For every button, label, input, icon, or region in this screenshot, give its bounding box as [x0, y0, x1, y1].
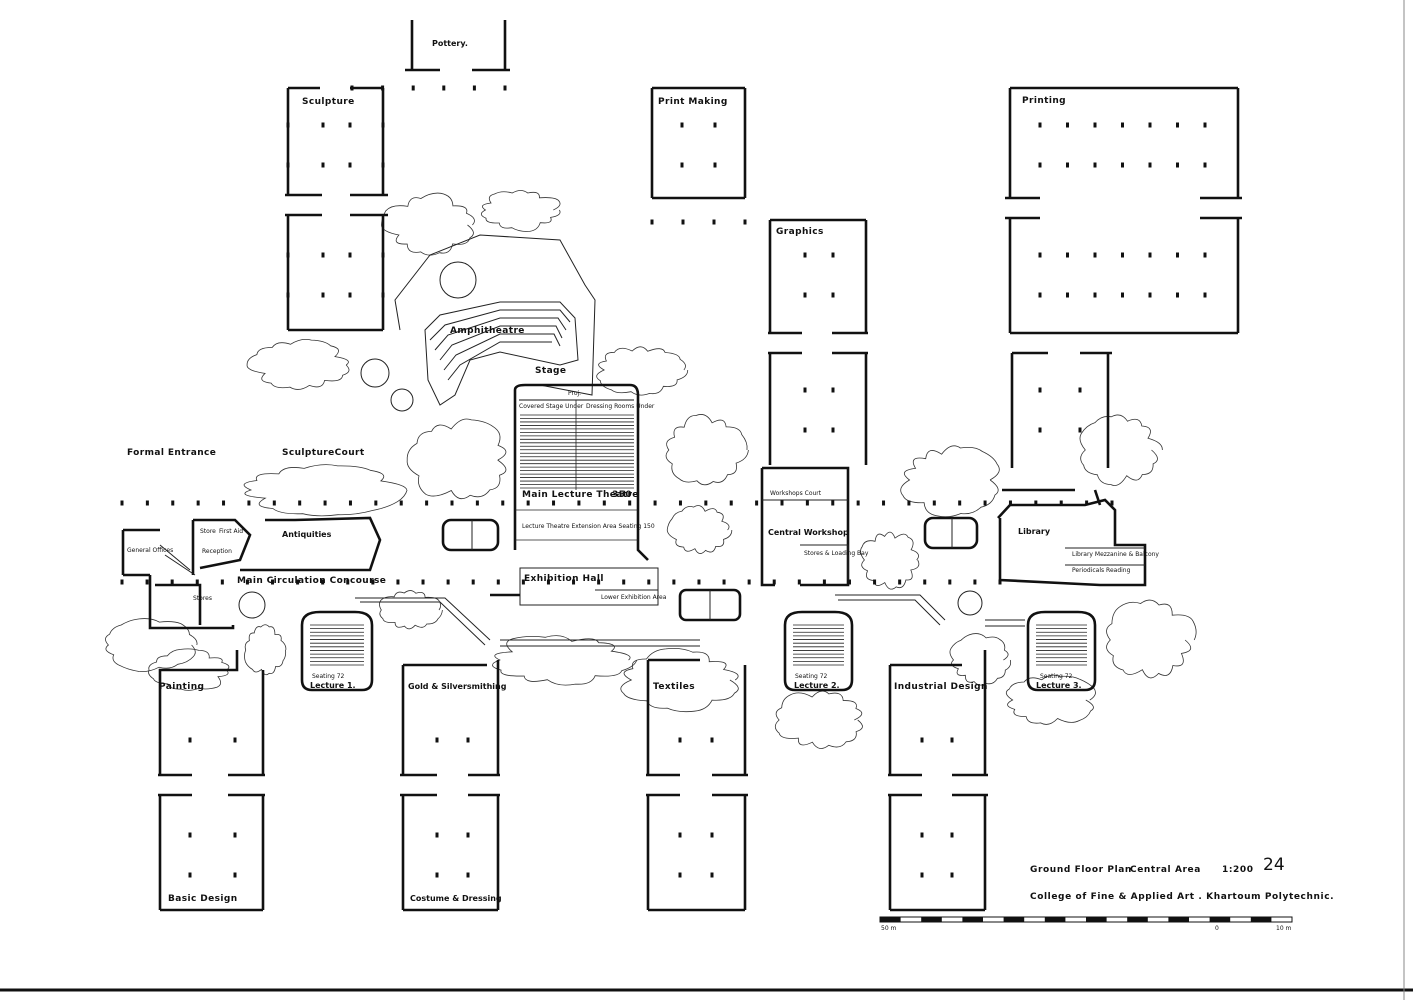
title-ground-floor: Ground Floor Plan: [1030, 865, 1132, 875]
gold-costume-block: [400, 660, 500, 912]
label-amphitheatre: Amphitheatre: [450, 326, 525, 336]
label-reception: Reception: [202, 548, 232, 555]
exhibition-hall: [490, 567, 659, 606]
main-lecture-theatre: [513, 383, 649, 561]
covered-walkways: [355, 594, 1025, 647]
landscape-foliage: [105, 190, 1197, 749]
label-lecture1-seats: Seating 72: [312, 673, 345, 680]
label-pottery: Pottery.: [432, 39, 468, 48]
label-lecture2: Lecture 2.: [794, 681, 840, 690]
label-lower-exhibition: Lower Exhibition Area: [601, 594, 667, 601]
title-college: College of Fine & Applied Art . Khartoum…: [1030, 892, 1334, 902]
label-graphics: Graphics: [776, 227, 824, 237]
label-sculpture: Sculpture: [302, 97, 355, 107]
label-general-offices: General Offices: [127, 547, 173, 554]
title-scale: 1:200: [1222, 865, 1254, 875]
library: [957, 488, 1147, 616]
label-central-workshop: Central Workshop: [768, 528, 849, 537]
column-grid: [120, 85, 1207, 878]
label-print-making: Print Making: [658, 97, 728, 107]
scale-label-zero: 0: [1215, 925, 1219, 932]
label-costume: Costume & Dressing: [410, 894, 502, 903]
label-formal-entrance: Formal Entrance: [127, 448, 216, 458]
label-printing: Printing: [1022, 96, 1066, 106]
label-basic-design: Basic Design: [168, 894, 238, 904]
title-area: Central Area: [1130, 865, 1201, 875]
sculpture-block: [285, 86, 388, 332]
industrial-design-block: [888, 650, 988, 912]
textiles-block: [646, 658, 748, 912]
label-library: Library: [1018, 527, 1051, 536]
lecture-hall-2: [783, 610, 854, 692]
label-covered-stage: Covered Stage Under: [519, 403, 584, 410]
label-projection: Proj.: [568, 390, 581, 397]
lecture-hall-3: [1026, 610, 1097, 692]
amphitheatre: [360, 234, 596, 412]
label-dressing-rooms: Dressing Rooms Under: [586, 403, 655, 410]
label-stores-loading: Stores & Loading Bay: [804, 550, 869, 557]
scale-label-right: 10 m: [1276, 925, 1292, 932]
print-making-block: [650, 86, 747, 200]
page-number: 24: [1263, 855, 1285, 875]
graphics-block: [768, 218, 868, 465]
label-gold-silver: Gold & Silversmithing: [408, 682, 507, 691]
label-first-aid: First Aid: [219, 528, 243, 535]
label-lecture1: Lecture 1.: [310, 681, 356, 690]
label-main-circulation: Main Circulation Concourse: [237, 576, 386, 586]
label-workshops-court: Workshops Court: [770, 490, 822, 497]
label-antiquities: Antiquities: [282, 530, 332, 539]
label-exhibition-hall: Exhibition Hall: [524, 574, 604, 584]
scale-label-left: 50 m: [881, 925, 897, 932]
label-library-mezzanine: Library Mezzanine & Balcony: [1072, 551, 1159, 558]
lecture-hall-1: [300, 610, 374, 692]
label-periodicals: Periodicals Reading: [1072, 567, 1131, 574]
label-lecture3-seats: Seating 72: [1040, 673, 1073, 680]
label-stores: Stores: [193, 595, 212, 602]
label-lecture2-seats: Seating 72: [795, 673, 828, 680]
service-cores: [441, 516, 979, 622]
pottery-block: [405, 20, 510, 72]
painting-basic-design-block: [158, 650, 265, 912]
label-theatre-extension: Lecture Theatre Extension Area Seating 1…: [522, 523, 655, 530]
label-main-lecture-seats: 350: [612, 490, 632, 500]
label-textiles: Textiles: [653, 682, 695, 692]
printing-block: [1005, 86, 1242, 468]
label-stage: Stage: [535, 366, 566, 376]
scale-bar: [879, 916, 1293, 923]
label-sculpture-court: SculptureCourt: [282, 448, 365, 458]
label-painting: Painting: [159, 682, 204, 692]
label-industrial-design: Industrial Design: [894, 682, 988, 692]
entrance-offices: [121, 516, 382, 630]
label-lecture3: Lecture 3.: [1036, 681, 1082, 690]
label-store: Store: [200, 528, 216, 535]
label-main-lecture-theatre: Main Lecture Theatre: [522, 490, 639, 500]
central-workshop: [760, 466, 850, 587]
